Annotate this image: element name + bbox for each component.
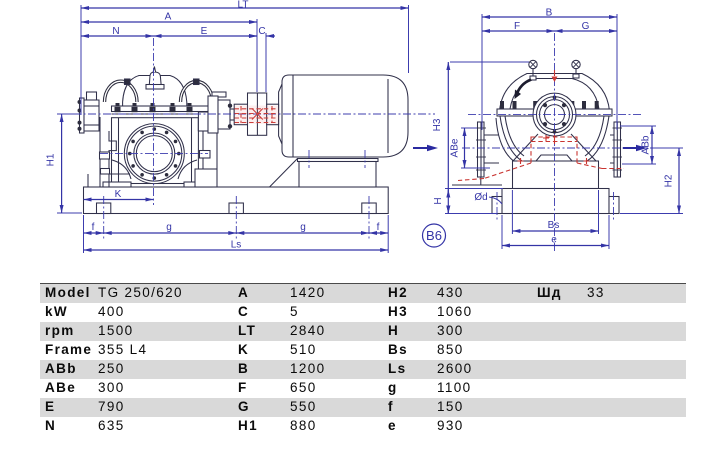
- svg-text:F: F: [514, 21, 520, 32]
- svg-text:Bs: Bs: [548, 220, 560, 231]
- svg-text:g: g: [166, 222, 172, 233]
- svg-text:f: f: [377, 222, 380, 233]
- svg-text:B: B: [546, 8, 553, 19]
- svg-text:H: H: [433, 197, 444, 204]
- svg-text:A: A: [165, 12, 172, 23]
- svg-text:e: e: [551, 235, 557, 246]
- svg-text:ABe: ABe: [450, 138, 461, 157]
- svg-text:LT: LT: [238, 0, 249, 11]
- svg-text:N: N: [112, 26, 119, 37]
- svg-text:E: E: [201, 26, 208, 37]
- svg-text:H2: H2: [664, 174, 675, 187]
- svg-text:H3: H3: [432, 118, 443, 131]
- svg-text:В6: В6: [426, 228, 442, 243]
- svg-text:K: K: [115, 189, 122, 200]
- svg-text:g: g: [300, 222, 306, 233]
- svg-text:ABb: ABb: [641, 135, 652, 154]
- svg-text:Ød: Ød: [474, 192, 487, 203]
- svg-text:G: G: [582, 21, 590, 32]
- svg-text:C: C: [258, 26, 265, 37]
- svg-text:H1: H1: [46, 153, 57, 166]
- svg-text:f: f: [92, 222, 95, 233]
- svg-text:Ls: Ls: [231, 240, 242, 251]
